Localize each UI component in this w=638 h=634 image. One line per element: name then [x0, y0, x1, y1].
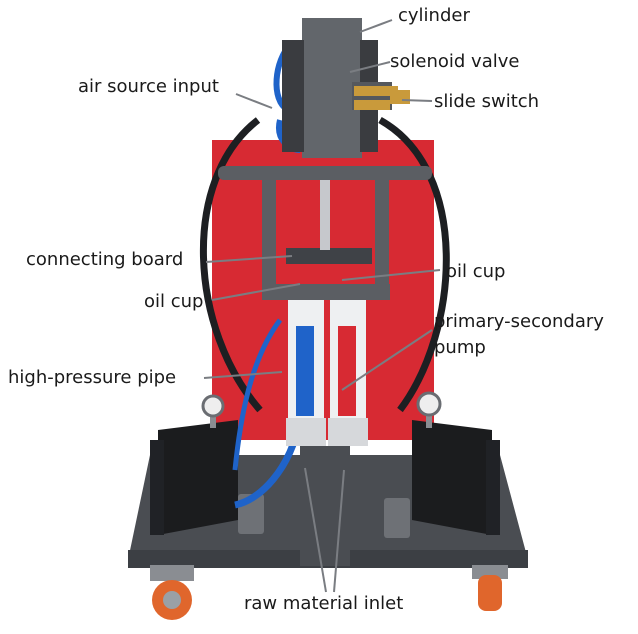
brass-fitting-2	[354, 100, 390, 110]
high-pressure-pipe-left	[232, 318, 283, 471]
label-high-pressure-pipe: high-pressure pipe	[8, 367, 177, 388]
piston-rod	[320, 180, 330, 250]
wheel-right	[472, 565, 508, 611]
label-air-source-input: air source input	[78, 76, 219, 97]
leader-cylinder	[359, 19, 393, 33]
label-cylinder: cylinder	[398, 5, 470, 26]
leader-inlet-left	[304, 467, 327, 593]
pump-bottom-right	[328, 418, 368, 446]
heater-right	[412, 420, 500, 535]
brass-fitting-1	[354, 86, 398, 96]
label-raw-material-inlet: raw material inlet	[244, 593, 404, 614]
column-post-right	[375, 170, 389, 290]
gauge-right	[416, 391, 442, 428]
top-plate	[218, 166, 432, 180]
leader-pump	[341, 329, 433, 391]
leader-high-pressure	[203, 371, 283, 379]
label-slide-switch: slide switch	[434, 91, 540, 112]
label-primary-secondary-pump-line1: primary-secondary	[434, 311, 604, 332]
pump-top-plate	[262, 284, 390, 300]
label-oil-cup-right: oil cup	[446, 261, 506, 282]
leader-slide-switch	[401, 99, 433, 102]
label-primary-secondary-pump-line2: pump	[434, 337, 486, 358]
pump-tube-left	[296, 326, 314, 416]
inlet-pipe	[300, 446, 350, 566]
leader-solenoid	[349, 61, 391, 73]
leader-connecting-board	[205, 255, 293, 263]
connecting-board	[286, 248, 372, 264]
pump-tube-right	[338, 326, 356, 416]
label-solenoid-valve: solenoid valve	[390, 51, 520, 72]
pump-bottom-left	[286, 418, 326, 446]
gauge-left	[201, 394, 225, 428]
leader-oil-cup-right	[341, 269, 441, 281]
column-post-left	[262, 170, 276, 290]
leader-inlet-right	[333, 469, 345, 593]
cylinder-side-left	[282, 40, 304, 152]
leader-oil-cup-left	[211, 283, 301, 301]
heater-left	[150, 420, 238, 535]
leader-lines	[203, 19, 441, 593]
leader-air-source	[235, 93, 273, 109]
slide-switch	[390, 90, 410, 104]
right-hose-loop	[378, 116, 450, 413]
cup-right	[384, 498, 410, 538]
label-connecting-board: connecting board	[26, 249, 184, 270]
wheel-left	[150, 565, 194, 620]
label-oil-cup-left: oil cup	[144, 291, 204, 312]
